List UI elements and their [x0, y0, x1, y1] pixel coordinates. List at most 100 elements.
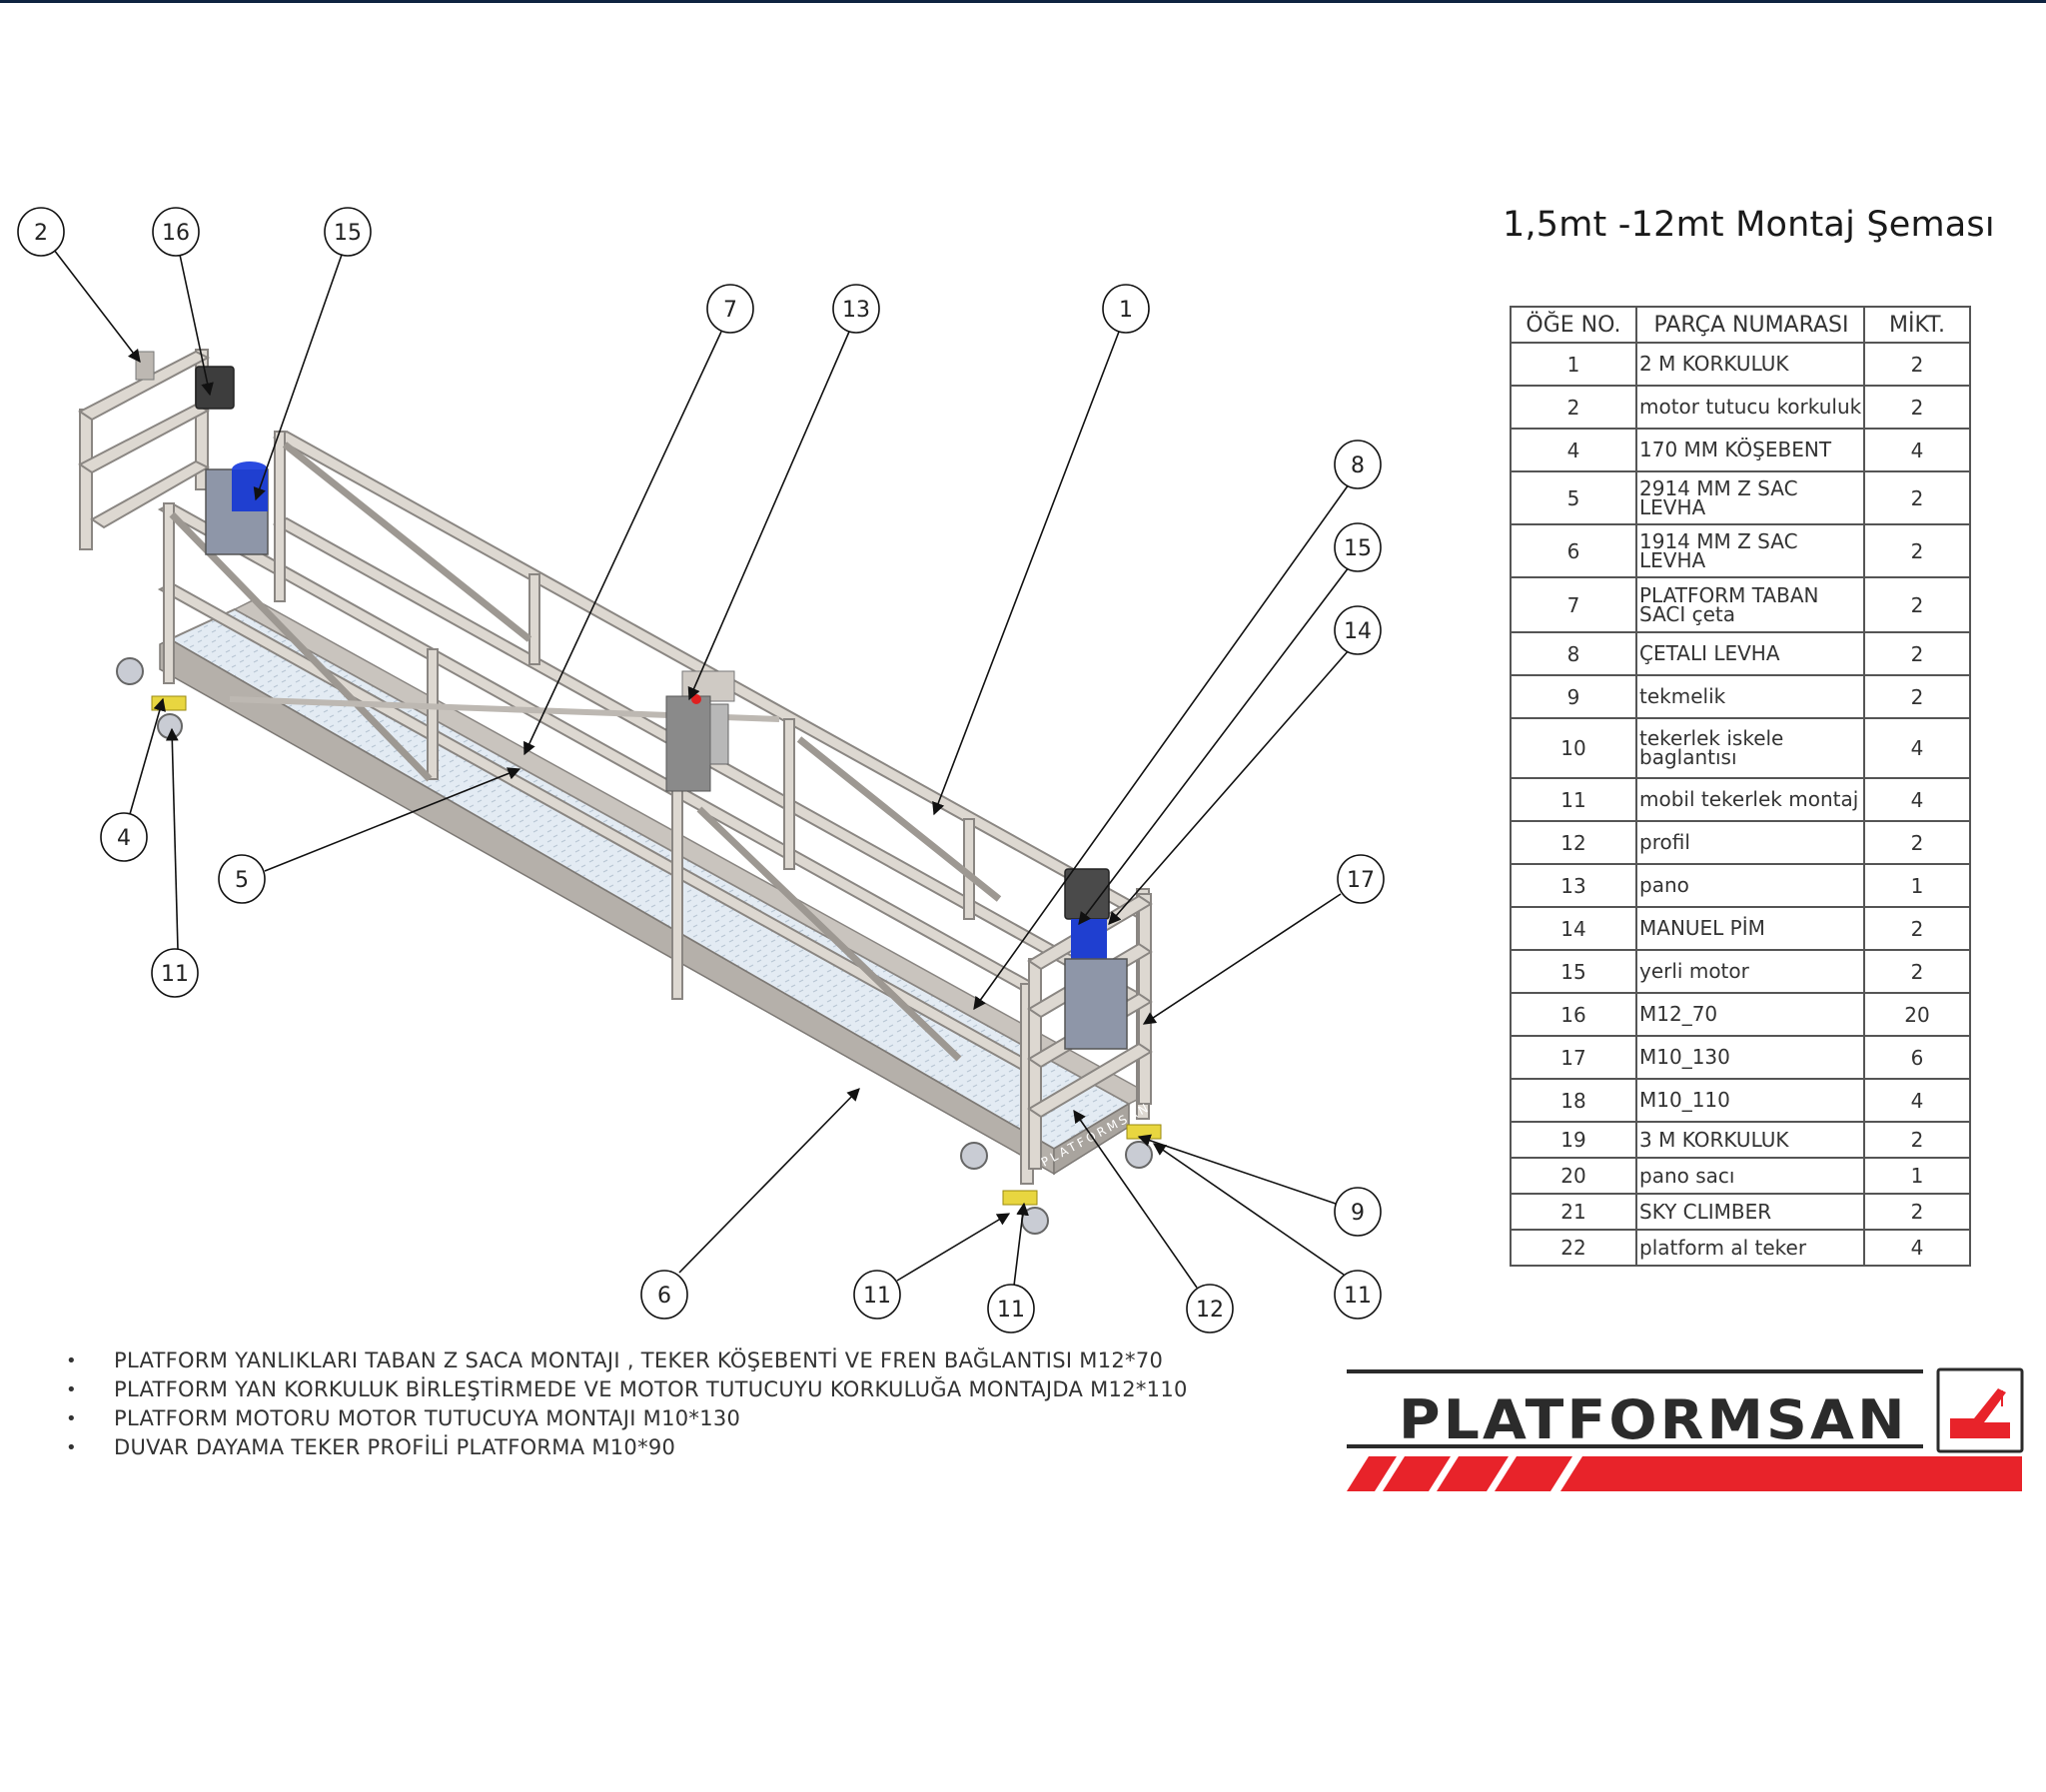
- quantity-cell: 2: [1863, 631, 1971, 676]
- part-name-cell: M10_110: [1635, 1078, 1865, 1123]
- callout-label: 11: [997, 1298, 1025, 1323]
- callout-label: 11: [863, 1284, 891, 1309]
- callout-balloon: 11: [853, 1270, 901, 1320]
- callout-label: 8: [1351, 453, 1365, 478]
- note-item: •PLATFORM MOTORU MOTOR TUTUCUYA MONTAJI …: [66, 1404, 1188, 1433]
- part-name-cell: 2 M KORKULUK: [1635, 342, 1865, 387]
- quantity-cell: 1: [1863, 1157, 1971, 1195]
- quantity-cell: 2: [1863, 342, 1971, 387]
- callout-balloon: 1: [1102, 284, 1150, 334]
- caster-back-right: [1125, 1124, 1162, 1169]
- callout-label: 15: [334, 221, 362, 246]
- callout-balloon: 15: [324, 207, 372, 257]
- item-no-cell: 16: [1510, 992, 1637, 1037]
- note-text: PLATFORM YANLIKLARI TABAN Z SACA MONTAJI…: [114, 1348, 1164, 1372]
- callout-balloon: 7: [706, 284, 754, 334]
- callout-balloon: 17: [1337, 854, 1385, 904]
- item-no-cell: 22: [1510, 1229, 1637, 1267]
- callout-balloon: 11: [151, 948, 199, 998]
- part-name-cell: tekerlek iskele baglantısı: [1635, 717, 1865, 779]
- bom-header-row: ÖĞE NO. PARÇA NUMARASI MİKT.: [1510, 306, 1971, 344]
- item-no-cell: 2: [1510, 385, 1637, 430]
- callout-balloon: 11: [1334, 1270, 1382, 1320]
- item-no-cell: 15: [1510, 949, 1637, 994]
- callout-label: 15: [1344, 536, 1372, 561]
- note-item: • PLATFORM YANLIKLARI TABAN Z SACA MONTAJ…: [66, 1346, 1188, 1375]
- item-no-cell: 19: [1510, 1121, 1637, 1159]
- bullet-icon: •: [66, 1437, 77, 1458]
- callout-balloon: 13: [832, 284, 880, 334]
- quantity-cell: 2: [1863, 674, 1971, 719]
- callout-label: 16: [162, 221, 190, 246]
- quantity-cell: 20: [1863, 992, 1971, 1037]
- item-no-cell: 8: [1510, 631, 1637, 676]
- header-part-number: PARÇA NUMARASI: [1635, 306, 1865, 344]
- item-no-cell: 11: [1510, 777, 1637, 822]
- part-name-cell: SKY CLIMBER: [1635, 1193, 1865, 1231]
- note-text: PLATFORM YAN KORKULUK BİRLEŞTİRMEDE VE M…: [114, 1377, 1188, 1401]
- part-name-cell: tekmelik: [1635, 674, 1865, 719]
- callout-balloon: 14: [1334, 605, 1382, 655]
- part-name-cell: profil: [1635, 820, 1865, 865]
- quantity-cell: 2: [1863, 949, 1971, 994]
- header-item-no: ÖĞE NO.: [1510, 306, 1637, 344]
- bullet-icon: •: [66, 1408, 77, 1429]
- callout-label: 4: [117, 826, 131, 851]
- quantity-cell: 4: [1863, 1078, 1971, 1123]
- item-no-cell: 13: [1510, 863, 1637, 908]
- item-no-cell: 18: [1510, 1078, 1637, 1123]
- quantity-cell: 4: [1863, 428, 1971, 472]
- item-no-cell: 20: [1510, 1157, 1637, 1195]
- callout-balloon: 5: [218, 854, 266, 904]
- part-name-cell: M10_130: [1635, 1035, 1865, 1080]
- part-name-cell: MANUEL PİM: [1635, 906, 1865, 951]
- quantity-cell: 2: [1863, 385, 1971, 430]
- part-name-cell: ÇETALI LEVHA: [1635, 631, 1865, 676]
- item-no-cell: 21: [1510, 1193, 1637, 1231]
- item-no-cell: 4: [1510, 428, 1637, 472]
- callout-balloon: 15: [1334, 522, 1382, 572]
- quantity-cell: 2: [1863, 523, 1971, 578]
- part-name-cell: 3 M KORKULUK: [1635, 1121, 1865, 1159]
- callout-label: 9: [1351, 1201, 1365, 1226]
- note-item: • PLATFORM YAN KORKULUK BİRLEŞTİRMEDE VE …: [66, 1375, 1188, 1404]
- item-no-cell: 7: [1510, 576, 1637, 633]
- page-title: 1,5mt -12mt Montaj Şeması: [1503, 205, 1995, 245]
- callout-balloon: 8: [1334, 440, 1382, 489]
- leader-lines: [53, 249, 1350, 1289]
- callout-label: 5: [235, 868, 249, 893]
- note-item: •DUVAR DAYAMA TEKER PROFİLİ PLATFORMA M1…: [66, 1433, 1188, 1462]
- quantity-cell: 2: [1863, 576, 1971, 633]
- callout-balloon: 9: [1334, 1187, 1382, 1237]
- callout-label: 17: [1347, 868, 1375, 893]
- callout-balloon: 2: [17, 207, 65, 257]
- item-no-cell: 1: [1510, 342, 1637, 387]
- part-name-cell: M12_70: [1635, 992, 1865, 1037]
- logo-wordmark: PLATFORMSAN: [1399, 1388, 1908, 1451]
- hoist-right: [1064, 868, 1128, 1050]
- callout-balloon: 11: [987, 1284, 1035, 1334]
- quantity-cell: 6: [1863, 1035, 1971, 1080]
- callout-label: 12: [1196, 1298, 1224, 1323]
- bullet-icon: •: [66, 1379, 77, 1400]
- top-border-bar: [0, 0, 2046, 3]
- item-no-cell: 14: [1510, 906, 1637, 951]
- bullet-icon: •: [66, 1350, 77, 1371]
- quantity-cell: 2: [1863, 470, 1971, 525]
- callout-label: 2: [34, 221, 48, 246]
- item-no-cell: 6: [1510, 523, 1637, 578]
- control-panel: [665, 670, 735, 792]
